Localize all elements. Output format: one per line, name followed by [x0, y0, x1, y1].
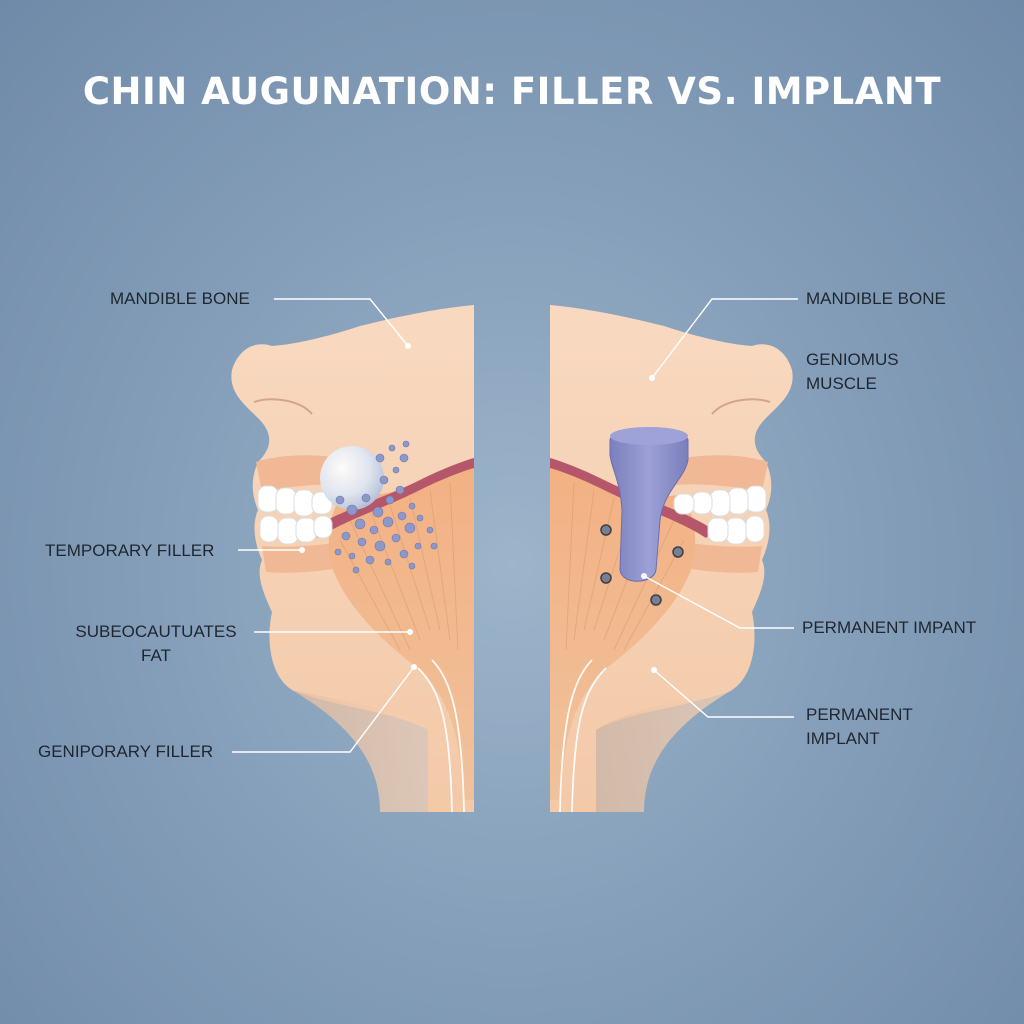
right-neck	[596, 690, 732, 812]
right-upper-lip	[664, 455, 768, 492]
right-label-genio-muscle-line1: GENIOMUS	[806, 350, 899, 369]
right-label-genio-muscle-line2: MUSCLE	[806, 374, 877, 393]
left-label-mandible-bone: MANDIBLE BONE	[110, 289, 250, 308]
page-title: CHIN AUGUNATION: FILLER VS. IMPLANT	[82, 70, 942, 113]
right-teeth	[673, 485, 767, 545]
left-label-subcutaneous-fat-line2: FAT	[141, 646, 171, 665]
right-label-permanent-implant-line1: PERMANENT	[806, 705, 913, 724]
left-panel	[231, 305, 474, 813]
right-implant-screws	[600, 524, 684, 606]
right-nostril	[711, 398, 771, 415]
left-filler-particles	[334, 440, 438, 574]
left-label-subcutaneous-fat-line1: SUBEOCAUTUATES	[75, 622, 237, 641]
left-label-subcutaneous-fat: SUBEOCAUTUATES FAT	[68, 620, 244, 668]
right-label-permanent-implant: PERMANENT IMPLANT	[806, 703, 913, 751]
left-label-geniporary-filler: GENIPORARY FILLER	[38, 742, 214, 761]
leader-dots	[299, 343, 657, 673]
left-label-temporary-filler: TEMPORARY FILLER	[45, 541, 215, 560]
right-label-genio-muscle: GENIOMUS MUSCLE	[806, 348, 899, 396]
right-implant-top	[610, 427, 688, 445]
left-nostril	[253, 398, 313, 415]
right-nerve-lines	[559, 659, 607, 813]
right-label-permanent-implant-line2: IMPLANT	[806, 729, 880, 748]
left-neck	[292, 690, 428, 812]
leader-lines	[232, 298, 798, 753]
right-panel	[550, 305, 793, 813]
left-filler-bubble	[320, 446, 384, 510]
right-label-permanent-impant: PERMANENT IMPANT	[802, 618, 977, 637]
left-nerve-lines	[417, 659, 465, 813]
right-label-mandible-bone: MANDIBLE BONE	[806, 289, 946, 308]
